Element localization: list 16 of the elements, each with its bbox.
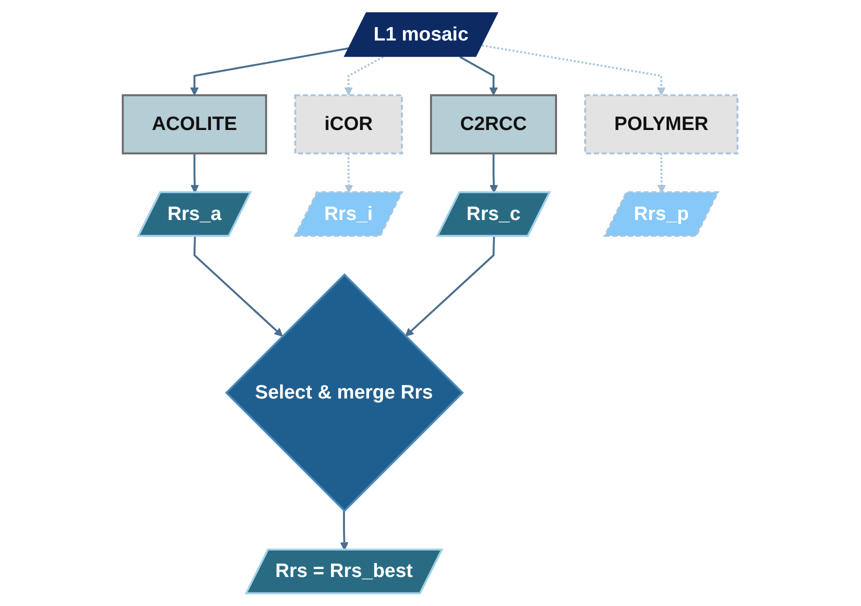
node-box: ACOLITE bbox=[122, 94, 268, 154]
arrow bbox=[190, 153, 200, 194]
arrow bbox=[194, 236, 284, 337]
arrow bbox=[344, 56, 384, 96]
arrow bbox=[190, 47, 350, 96]
node-diamond: Select & merge Rrs bbox=[225, 273, 464, 512]
node-box: C2RCC bbox=[430, 94, 558, 154]
arrow bbox=[658, 153, 666, 194]
arrow bbox=[460, 56, 498, 96]
arrow bbox=[340, 510, 349, 550]
arrow bbox=[482, 44, 666, 96]
node-box: iCOR bbox=[294, 94, 404, 154]
node-box: POLYMER bbox=[584, 94, 739, 154]
arrow bbox=[344, 153, 354, 194]
arrow bbox=[405, 236, 496, 337]
arrow bbox=[490, 153, 498, 194]
